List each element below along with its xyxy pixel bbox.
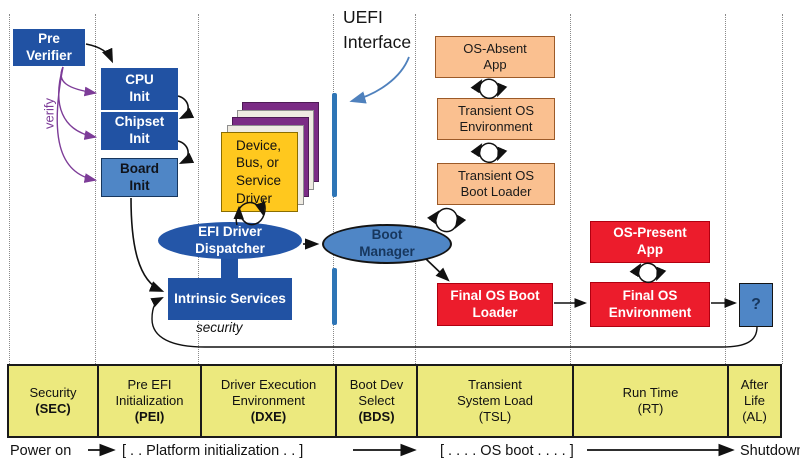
phase-divider-dotted-line: [570, 14, 571, 364]
phase-divider-dotted-line: [725, 14, 726, 364]
cycle-arrows-icon: [427, 207, 467, 233]
arrow-verify-cpu: [60, 66, 98, 97]
os-present-app-box: OS-Present App: [590, 221, 710, 263]
phase-cell-rt: Run Time (RT): [572, 366, 727, 436]
phase-acronym: (BDS): [358, 409, 395, 424]
phase-band: Security (SEC) Pre EFI Initialization (P…: [7, 364, 782, 438]
phase-cell-tsl: Transient System Load (TSL): [416, 366, 572, 436]
phase-line: Security: [29, 385, 77, 400]
pre-verifier-box: Pre Verifier: [13, 29, 85, 66]
cycle-arrows-icon: [470, 78, 508, 100]
arrow-chipset-to-board: [177, 140, 195, 165]
os-absent-app-box: OS-Absent App: [435, 36, 555, 78]
phase-line: Transient: [468, 377, 522, 392]
arrow-bootmanager-to-finalloader: [425, 258, 450, 282]
transient-os-boot-loader-box: Transient OS Boot Loader: [437, 163, 555, 205]
phase-line: Life: [744, 393, 765, 408]
arrow-cpu-to-chipset: [177, 95, 195, 120]
phase-divider-dotted-line: [198, 14, 199, 364]
phase-cell-dxe: Driver Execution Environment (DXE): [200, 366, 335, 436]
after-life-question-box: ?: [739, 283, 773, 327]
phase-line: Boot Dev: [349, 377, 404, 392]
final-os-boot-loader-box: Final OS Boot Loader: [437, 283, 553, 326]
efi-driver-dispatcher-ellipse: EFI Driver Dispatcher: [158, 222, 302, 259]
phase-acronym: (RT): [637, 401, 664, 416]
uefi-interface-bar: [332, 93, 337, 197]
phase-divider-dotted-line: [782, 14, 783, 364]
phase-cell-bds: Boot Dev Select (BDS): [335, 366, 416, 436]
phase-cell-al: After Life (AL): [727, 366, 780, 436]
shutdown-label: Shutdown: [740, 443, 800, 459]
uefi-interface-label: UEFI Interface: [343, 7, 412, 52]
phase-cell-sec: Security (SEC): [9, 366, 97, 436]
phase-line: Run Time: [622, 385, 679, 400]
phase-divider-dotted-line: [9, 14, 10, 364]
phase-acronym: (DXE): [250, 409, 287, 424]
device-bus-service-driver-box: Device, Bus, or Service Driver: [221, 132, 298, 212]
platform-initialization-label: [ . . Platform initialization . . ]: [122, 443, 304, 459]
phase-cell-pei: Pre EFI Initialization (PEI): [97, 366, 200, 436]
board-init-box: Board Init: [101, 158, 178, 197]
power-on-label: Power on: [10, 443, 72, 459]
phase-line: Select: [358, 393, 395, 408]
phase-line: System Load: [457, 393, 533, 408]
phase-line: After: [740, 377, 769, 392]
phase-line: Pre EFI: [127, 377, 172, 392]
boot-manager-ellipse: Boot Manager: [322, 224, 452, 264]
cycle-arrows-icon: [629, 262, 667, 284]
verify-label: verify: [41, 97, 57, 130]
phase-acronym: (TSL): [478, 409, 512, 424]
phase-line: Driver Execution: [220, 377, 317, 392]
final-os-environment-box: Final OS Environment: [590, 282, 710, 327]
phase-acronym: (AL): [742, 409, 767, 424]
phase-acronym: (SEC): [35, 401, 71, 416]
uefi-interface-bar: [332, 268, 337, 325]
security-label: security: [196, 320, 243, 335]
transient-os-environment-box: Transient OS Environment: [437, 98, 555, 140]
intrinsic-services-box: Intrinsic Services: [168, 278, 292, 320]
arrow-verify-board: [56, 66, 98, 183]
phase-divider-dotted-line: [415, 14, 416, 364]
phase-line: Environment: [232, 393, 305, 408]
os-boot-label: [ . . . . OS boot . . . . ]: [440, 443, 574, 459]
arrow-preverifier-to-cpu: [85, 43, 113, 64]
uefi-pointer-arrow: [349, 56, 410, 104]
arrow-board-to-intrinsic: [130, 197, 165, 292]
phase-line: Initialization: [115, 393, 184, 408]
cycle-arrows-icon: [470, 142, 508, 164]
chipset-init-box: Chipset Init: [101, 112, 178, 150]
arrow-verify-chipset: [58, 66, 98, 140]
cpu-init-box: CPU Init: [101, 68, 178, 110]
phase-acronym: (PEI): [134, 409, 165, 424]
dispatcher-stem: [221, 252, 238, 282]
phase-divider-dotted-line: [95, 14, 96, 364]
